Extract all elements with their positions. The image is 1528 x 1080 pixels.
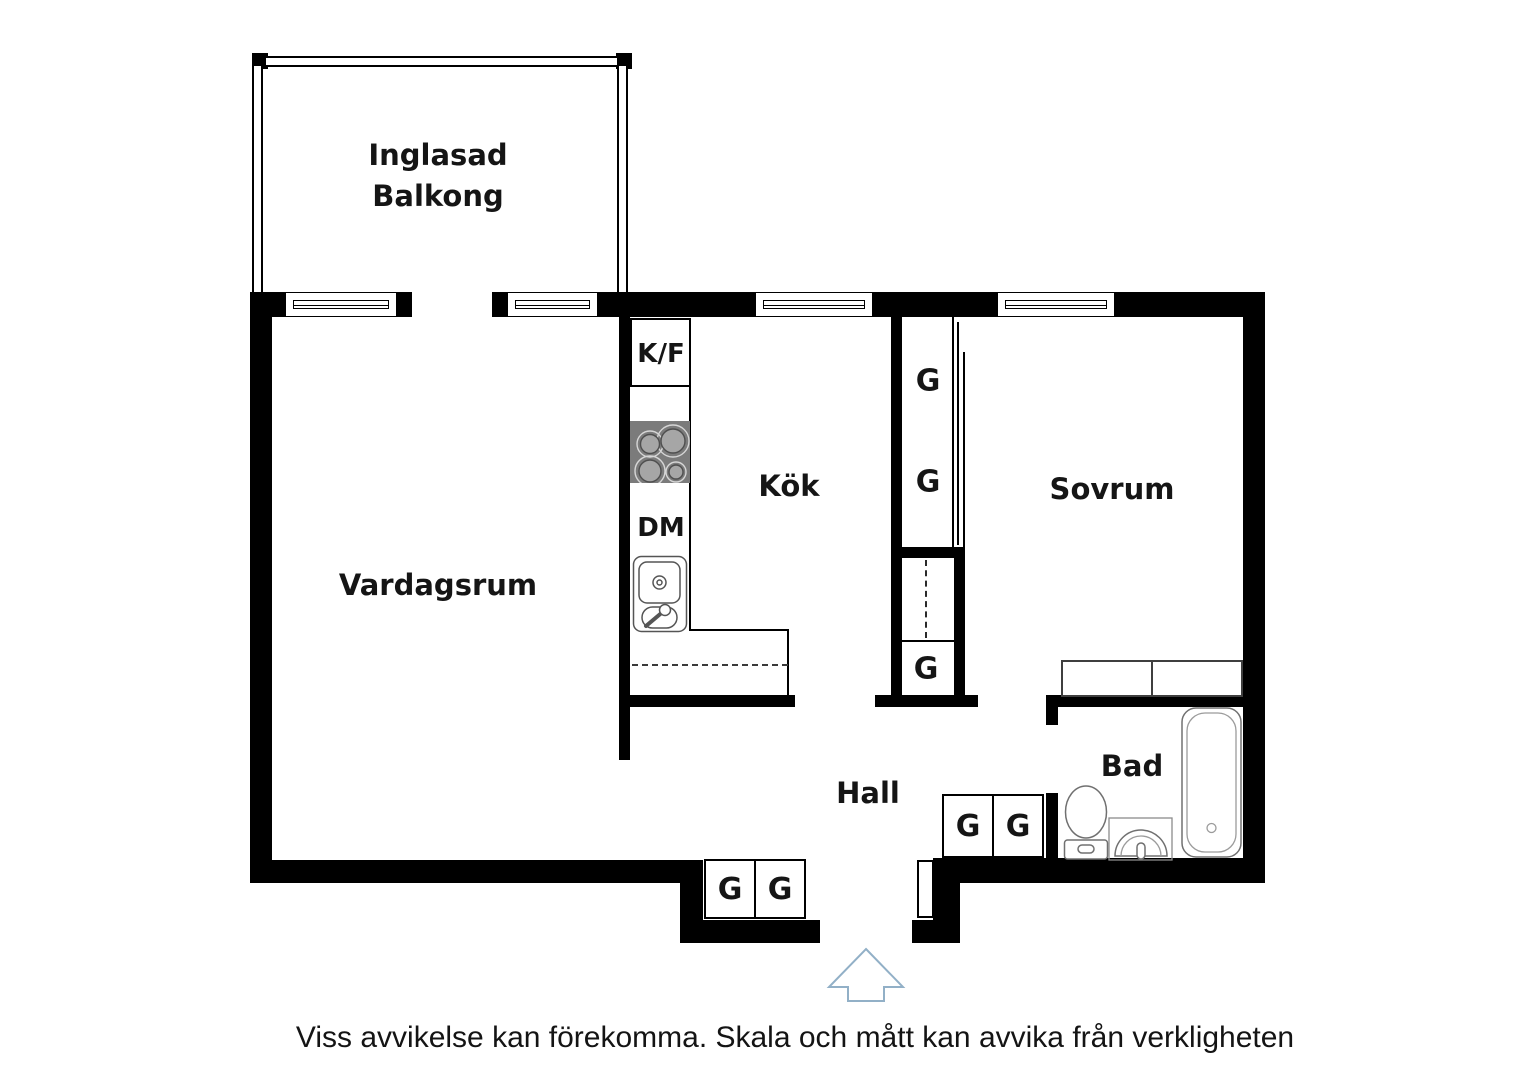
wall-exterior-left [250,292,272,883]
wardrobe-label: G [915,363,941,399]
window-sash [763,300,865,309]
wardrobe-label: G [915,464,941,500]
room-label-bathroom: Bad [1100,749,1164,783]
stove [630,421,690,487]
wall-top-segment [1115,292,1265,317]
window-sash [515,300,590,309]
stove-burners-icon [634,424,690,487]
wall-closet-right [954,547,965,707]
window-kitchen [755,292,873,317]
wall-top-segment [252,292,285,317]
wall-bath-door-stub [1046,695,1058,725]
sliding-door-line [963,352,965,620]
wall-entry-right [912,920,960,943]
window-living-room-1 [285,292,397,317]
fridge-freezer-label: K/F [637,339,685,369]
window-living-room-2 [507,292,598,317]
dishwasher-label: DM [637,513,685,543]
disclaimer-text: Viss avvikelse kan förekomma. Skala och … [295,1021,1295,1054]
counter-edge-line [689,318,691,631]
bedroom-cabinet [1061,660,1243,697]
wall-top-segment [598,292,755,317]
wardrobe-label: G [717,871,743,907]
wall-top-segment [492,292,507,317]
counter-edge-line [787,629,789,697]
hall-wardrobe-right: G G [942,794,1044,858]
wall-bottom-bath [960,858,1265,883]
hall-wardrobe-left: G G [704,859,806,919]
window-bedroom [997,292,1115,317]
balcony-corner-post [616,53,632,69]
wall-bath-left [1046,793,1058,858]
entrance-door-leaf [917,860,934,918]
room-label-balcony-line1: Inglasad [368,138,508,172]
toilet [1063,785,1109,860]
wardrobe-label: G [754,861,804,917]
wall-top-segment [873,292,997,317]
room-label-living: Vardagsrum [338,568,538,602]
wall-entry-pillar [933,858,960,920]
wall-exterior-right [1243,292,1265,883]
balcony-glazing-left [252,66,263,292]
wall-living-kitchen [619,317,630,760]
wall-closet-separator [891,547,965,558]
closet-front-line [952,317,954,547]
wardrobe-label: G [955,808,981,844]
wall-bottom-living [250,860,703,883]
balcony-corner-post [252,53,268,69]
room-label-balcony-line2: Balkong [372,179,504,213]
window-sash [1005,300,1107,309]
room-label-kitchen: Kök [758,469,820,503]
dashed-cabinet-line [925,560,927,638]
kitchen-sink [632,555,688,633]
counter-dashed-line [632,664,788,666]
window-sash [293,300,389,309]
counter-edge-line [689,629,789,631]
wardrobe-label: G [992,796,1042,856]
wall-entry-left [680,920,820,943]
bathtub [1181,707,1242,858]
sliding-door-line [957,322,959,545]
wall-closet-left [891,317,902,707]
wall-closet-bottom [875,695,978,707]
entry-arrow-icon [826,947,906,1002]
wardrobe-label: G [913,651,939,687]
room-label-balcony: Inglasad Balkong [368,135,507,217]
balcony-glazing-top [266,56,617,67]
wall-top-segment [397,292,412,317]
closet-divider-line [902,640,954,642]
wall-bath-top [1046,695,1243,707]
cabinet-divider [1151,662,1153,695]
room-label-hall: Hall [836,776,900,810]
bathroom-sink [1108,817,1173,861]
room-label-bedroom: Sovrum [1049,472,1175,506]
balcony-glazing-right [617,66,628,292]
wall-kitchen-bottom [619,695,795,707]
